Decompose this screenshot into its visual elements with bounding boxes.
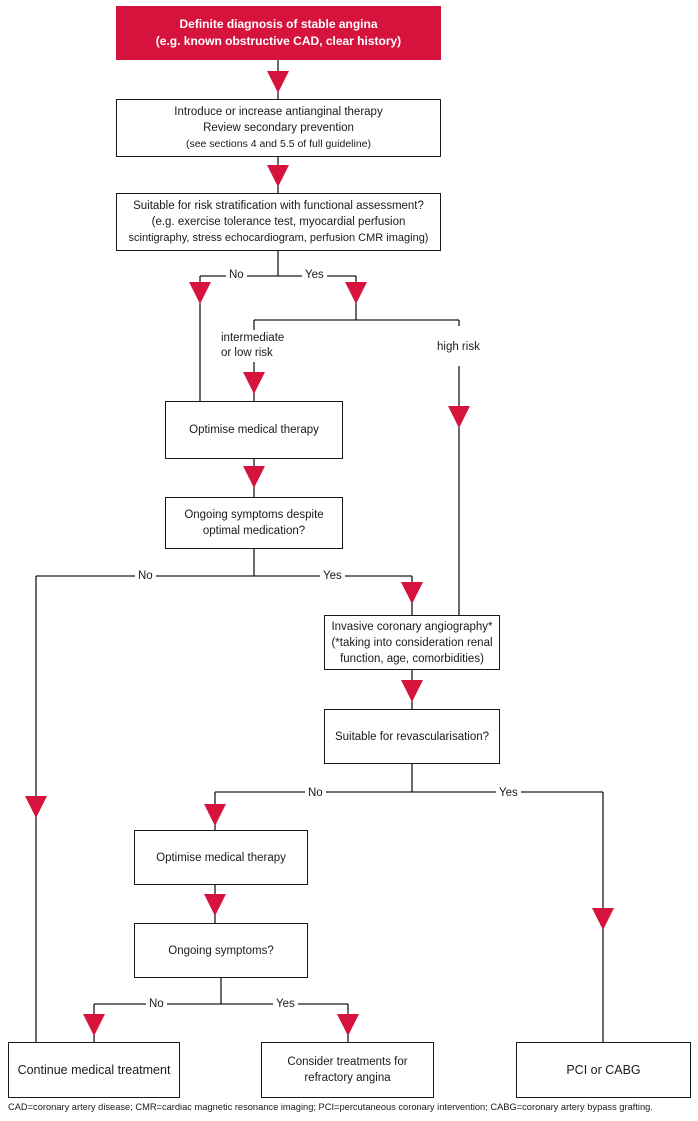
box-diagnosis-line-2: (e.g. known obstructive CAD, clear histo… [155, 34, 402, 48]
box-optimise2-line-1: Optimise medical therapy [156, 851, 286, 864]
box-refractory-line-1: Consider treatments for [287, 1056, 408, 1068]
label-no-risk-strat: No [226, 268, 247, 283]
box-pci-line-1: PCI or CABG [566, 1063, 641, 1077]
arrowhead-9 [401, 582, 423, 604]
box-pci-or-cabg: PCI or CABG [516, 1042, 691, 1098]
box-optimise1-line-1: Optimise medical therapy [189, 424, 319, 436]
arrowhead-10 [401, 680, 423, 702]
box-antianginal-therapy: Introduce or increase antianginal therap… [116, 99, 441, 157]
box-ongoing-symptoms-despite: Ongoing symptoms despite optimal medicat… [165, 497, 343, 549]
footnote-abbreviations: CAD=coronary artery disease; CMR=cardiac… [8, 1102, 653, 1112]
box-diagnosis: Definite diagnosis of stable angina (e.g… [116, 6, 441, 60]
arrowhead-6 [448, 406, 470, 428]
label-intermediate-low-risk: intermediate or low risk [221, 331, 284, 361]
box-diagnosis-line-1: Definite diagnosis of stable angina [179, 17, 378, 31]
box-refractory-angina: Consider treatments for refractory angin… [261, 1042, 434, 1098]
box-angiography-line-2: (*taking into consideration renal [331, 636, 493, 649]
box-optimise-medical-therapy-2: Optimise medical therapy [134, 830, 308, 885]
box-invasive-coronary-angiography: Invasive coronary angiography* (*taking … [324, 615, 500, 670]
label-yes-revasc: Yes [496, 786, 521, 801]
box-revasc-line-1: Suitable for revascularisation? [334, 730, 490, 743]
arrowhead-4 [345, 282, 367, 304]
label-yes-ongoing-1: Yes [320, 569, 345, 584]
arrowhead-11 [204, 804, 226, 826]
arrowhead-5 [243, 372, 265, 394]
label-intermediate-line-1: intermediate [221, 332, 285, 344]
box-risk-line-2: (e.g. exercise tolerance test, myocardia… [151, 216, 406, 228]
box-suitable-for-revascularisation: Suitable for revascularisation? [324, 709, 500, 764]
arrowhead-2 [267, 165, 289, 187]
box-optimise-medical-therapy-1: Optimise medical therapy [165, 401, 343, 459]
box-therapy-line-2: Review secondary prevention [203, 122, 354, 134]
box-ongoing1-line-2: optimal medication? [202, 525, 306, 537]
label-high-risk: high risk [437, 341, 480, 353]
arrowhead-12 [592, 908, 614, 930]
label-yes-ongoing-2: Yes [273, 997, 298, 1012]
box-therapy-line-3: (see sections 4 and 5.5 of full guidelin… [185, 138, 372, 150]
box-refractory-line-2: refractory angina [304, 1072, 391, 1084]
box-ongoing1-line-1: Ongoing symptoms despite [184, 509, 324, 521]
arrowhead-15 [337, 1014, 359, 1036]
arrowhead-3 [189, 282, 211, 304]
label-yes-risk-strat: Yes [302, 268, 327, 283]
arrowhead-13 [204, 894, 226, 916]
box-ongoing-symptoms: Ongoing symptoms? [134, 923, 308, 978]
box-angiography-line-3: function, age, comorbidities) [340, 652, 484, 665]
box-continue-medical-treatment: Continue medical treatment [8, 1042, 180, 1098]
box-risk-line-3: scintigraphy, stress echocardiogram, per… [128, 232, 429, 244]
arrowheads [25, 71, 614, 1036]
label-no-ongoing-1: No [135, 569, 156, 584]
box-continue-line-1: Continue medical treatment [17, 1063, 171, 1077]
box-therapy-line-1: Introduce or increase antianginal therap… [174, 106, 383, 118]
label-intermediate-line-2: or low risk [221, 347, 273, 359]
label-no-ongoing-2: No [146, 997, 167, 1012]
arrowhead-1 [267, 71, 289, 93]
label-no-revasc: No [305, 786, 326, 801]
arrowhead-8 [25, 796, 47, 818]
box-angiography-line-1: Invasive coronary angiography* [331, 620, 493, 633]
arrowhead-7 [243, 466, 265, 488]
box-risk-line-1: Suitable for risk stratification with fu… [133, 200, 424, 212]
box-ongoing2-line-1: Ongoing symptoms? [168, 944, 274, 957]
box-risk-stratification: Suitable for risk stratification with fu… [116, 193, 441, 251]
arrowhead-14 [83, 1014, 105, 1036]
